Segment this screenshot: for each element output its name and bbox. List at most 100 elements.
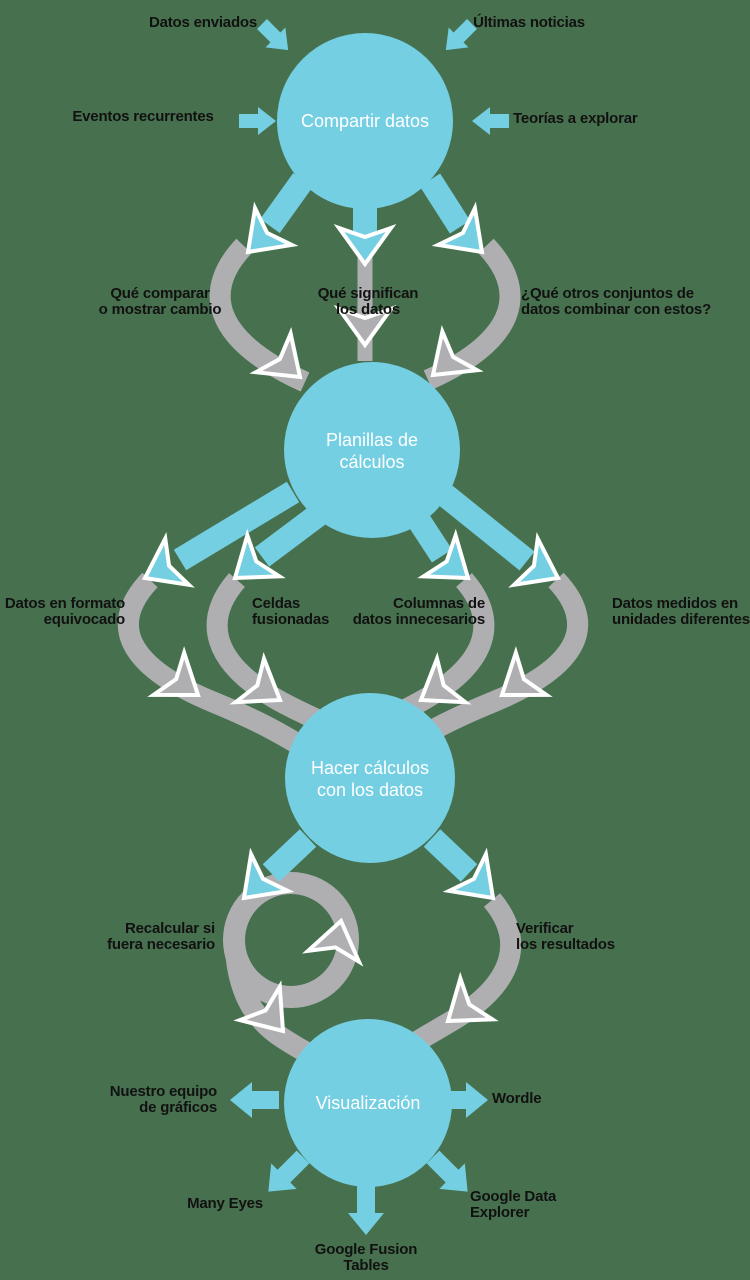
output-arrow-many-eyes-icon (268, 1150, 310, 1192)
label-line: datos combinar con estos? (521, 301, 712, 318)
blue-segment (437, 485, 535, 571)
label-line: Tables (343, 1257, 389, 1274)
label-wordle: Wordle (492, 1091, 602, 1107)
node-label-line: Hacer cálculos (310, 758, 430, 778)
arrowhead-gray-icon (249, 326, 303, 380)
label-line: fusionadas (252, 611, 330, 628)
arrowhead-gray-icon (499, 646, 553, 698)
blue-segment (260, 173, 313, 233)
label-eventos-recurrentes: Eventos recurrentes (53, 109, 233, 125)
label-line: unidades diferentes (612, 611, 750, 628)
node-label-line: Compartir datos (300, 111, 430, 131)
label-que-significan: Qué significan los datos (268, 286, 468, 318)
label-line: Datos enviados (148, 14, 258, 31)
label-line: Many Eyes (187, 1195, 263, 1212)
process-nodes (277, 33, 460, 1187)
label-line: los resultados (516, 936, 615, 953)
label-line: Columnas de (393, 595, 485, 612)
label-line: Teorías a explorar (513, 110, 638, 127)
arrowhead-blue-icon (232, 528, 286, 581)
label-line: Google Fusion (314, 1241, 418, 1258)
arrowhead-blue-icon (241, 847, 295, 901)
label-line: los datos (335, 301, 401, 318)
label-otros-conjuntos: ¿Qué otros conjuntos de datos combinar c… (521, 286, 736, 318)
label-line: Qué comparar (110, 285, 210, 302)
node-label-visualizacion: Visualización (268, 1092, 468, 1114)
label-line: Celdas (252, 595, 300, 612)
input-arrow-datos-enviados-icon (257, 19, 289, 51)
output-arrow-google-data-icon (426, 1150, 468, 1192)
label-line: fuera necesario (107, 936, 215, 953)
label-line: Qué significan (317, 285, 419, 302)
label-line: o mostrar cambio (98, 301, 222, 318)
input-arrow-ultimas-noticias-icon (445, 19, 477, 51)
node-label-hacer-calculos: Hacer cálculos con los datos (270, 757, 470, 801)
label-line: Datos en formato (4, 595, 125, 612)
input-arrow-eventos-recurrentes-icon (239, 107, 276, 135)
label-line: Explorer (470, 1204, 530, 1221)
label-unidades-diferentes: Datos medidos en unidades diferentes (612, 596, 750, 628)
label-line: Eventos recurrentes (72, 108, 214, 125)
gray-arrowheads (147, 305, 553, 1034)
node-compartir-datos (277, 33, 453, 209)
connector-s3-right (410, 893, 522, 1052)
blue-segment (254, 502, 330, 567)
label-line: Datos medidos en (612, 595, 738, 612)
label-line: Últimas noticias (473, 14, 585, 31)
blue-arrow-segments (173, 173, 535, 882)
label-google-data-explorer: Google Data Explorer (470, 1189, 610, 1221)
node-label-line: con los datos (316, 780, 424, 800)
label-recalcular: Recalcular si fuera necesario (63, 921, 215, 953)
label-que-comparar: Qué comparar o mostrar cambio (60, 286, 260, 318)
arrowhead-loop-up-icon (302, 917, 364, 967)
arrowhead-blue-icon (417, 528, 471, 581)
label-line: Google Data (470, 1188, 557, 1205)
arrowhead-blue-icon (245, 201, 299, 255)
node-visualizacion (284, 1019, 452, 1187)
label-celdas-fusionadas: Celdas fusionadas (252, 596, 372, 628)
node-label-planillas: Planillas de cálculos (272, 429, 472, 473)
arrowhead-gray-icon (147, 646, 201, 698)
arrowhead-gray-icon (430, 324, 484, 378)
arrowhead-gray-icon (233, 980, 286, 1034)
node-label-compartir-datos: Compartir datos (265, 110, 465, 132)
label-line: equivocado (43, 611, 126, 628)
arrowhead-blue-icon (141, 531, 195, 588)
arrowhead-blue-icon (508, 531, 562, 588)
node-label-line: Planillas de (325, 430, 419, 450)
arrowhead-blue-icon (442, 847, 496, 901)
label-formato-equivocado: Datos en formato equivocado (0, 596, 125, 628)
blue-segment (423, 829, 478, 882)
blue-segment (173, 481, 300, 571)
label-line: ¿Qué otros conjuntos de (521, 285, 694, 302)
label-google-fusion-tables: Google Fusion Tables (291, 1242, 441, 1274)
label-line: Recalcular si (125, 920, 215, 937)
label-line: Wordle (492, 1090, 542, 1107)
arrowhead-blue-icon (333, 224, 397, 268)
label-ultimas-noticias: Últimas noticias (444, 15, 614, 31)
output-arrow-equipo-graficos-icon (230, 1082, 279, 1118)
output-arrow-google-fusion-icon (348, 1186, 384, 1235)
node-planillas-de-calculos (284, 362, 460, 538)
blue-segment (262, 829, 317, 882)
label-nuestro-equipo: Nuestro equipo de gráficos (65, 1084, 217, 1116)
label-line: Verificar (516, 920, 574, 937)
node-hacer-calculos (285, 693, 455, 863)
blue-segment (419, 173, 471, 234)
arrowhead-gray-icon (229, 651, 283, 705)
blue-segment (399, 500, 453, 563)
label-line: datos innecesarios (352, 611, 485, 628)
input-output-arrows (230, 19, 509, 1235)
arrowhead-gray-icon (445, 971, 499, 1024)
label-datos-enviados: Datos enviados (118, 15, 288, 31)
label-line: de gráficos (139, 1099, 217, 1116)
arrowhead-blue-icon (431, 201, 485, 255)
label-line: Nuestro equipo (109, 1083, 217, 1100)
node-label-line: Visualización (315, 1093, 421, 1113)
output-arrow-wordle-icon (439, 1082, 488, 1118)
label-columnas-innecesarias: Columnas de datos innecesarios (340, 596, 485, 628)
label-teorias-a-explorar: Teorías a explorar (513, 111, 693, 127)
node-label-line: cálculos (339, 452, 405, 472)
